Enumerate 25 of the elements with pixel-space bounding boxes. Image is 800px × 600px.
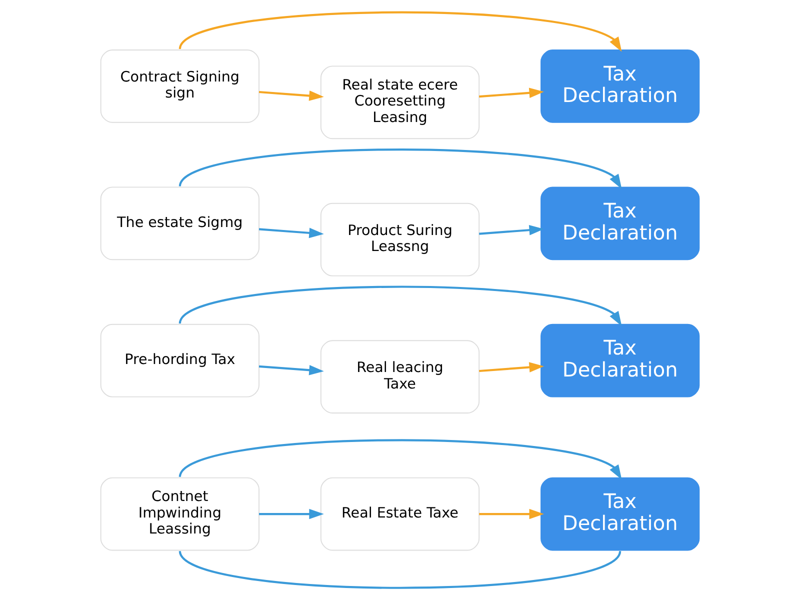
node-box: Contnet Impwinding Leassing	[100, 477, 260, 551]
node-box: Tax Declaration	[540, 477, 700, 551]
node-box: Product Suring Leassng	[320, 202, 480, 276]
arrow	[258, 365, 324, 376]
node-box: Tax Declaration	[540, 50, 700, 123]
arrow	[479, 224, 544, 236]
arrow	[259, 508, 324, 520]
node-box: Contract Signing sign	[100, 50, 260, 123]
node-box: Real state ecere Cooresetting Leasing	[320, 66, 480, 140]
node-box: The estate Sigmg	[100, 186, 260, 260]
node-box: Real leacing Taxe	[320, 340, 480, 414]
arrow	[179, 148, 622, 189]
connector	[179, 550, 621, 589]
arrow	[258, 90, 324, 101]
arrow	[479, 88, 544, 98]
arrow	[479, 508, 544, 520]
node-box: Tax Declaration	[540, 186, 700, 260]
node-box: Pre-hording Tax	[100, 324, 260, 398]
arrow	[179, 286, 622, 326]
arrow	[258, 228, 324, 238]
arrow	[479, 362, 544, 372]
node-box: Tax Declaration	[540, 324, 700, 398]
arrow	[179, 439, 622, 480]
arrow	[179, 11, 622, 52]
node-box: Real Estate Taxe	[320, 477, 480, 551]
